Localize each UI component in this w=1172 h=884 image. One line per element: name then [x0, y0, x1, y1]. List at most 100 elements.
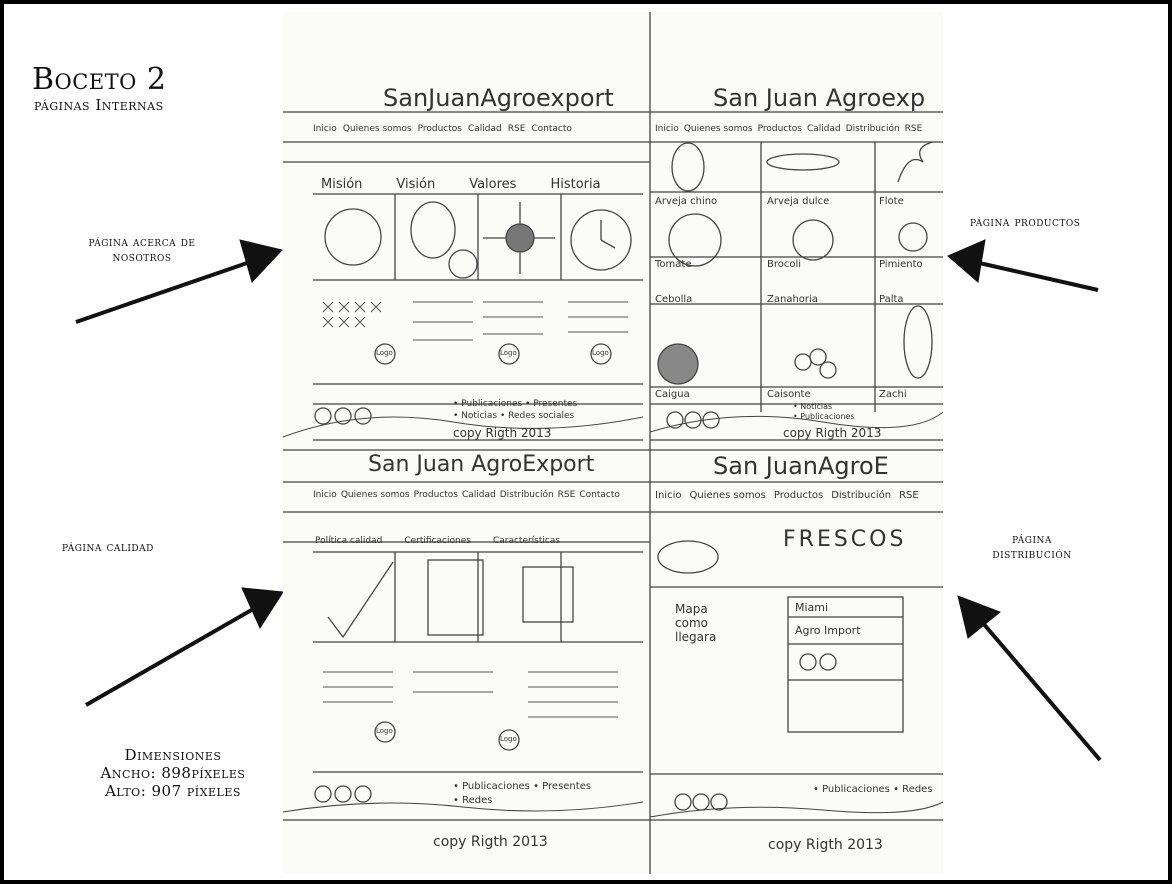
nav-item[interactable]: Calidad [467, 124, 502, 134]
product-label: Tomate [655, 259, 692, 270]
copyright-tl: copy Rigth 2013 [453, 426, 552, 440]
nav-item[interactable]: Distribución [845, 124, 900, 134]
product-label: Pimiento [879, 259, 923, 270]
nav-item[interactable]: Productos [413, 490, 458, 500]
label-distribution-line1: página [1012, 532, 1052, 547]
nav-item[interactable]: Productos [757, 124, 802, 134]
footer-links-tr: • Noticias • Publicaciones [793, 402, 855, 422]
footer-link[interactable]: • Publicaciones [813, 784, 890, 795]
footer-link[interactable]: • Publicaciones [453, 399, 523, 409]
nav-top-right: Inicio Quienes somos Productos Calidad D… [655, 124, 922, 134]
agro-import-label: Agro Import [795, 624, 861, 637]
label-distribution: página distribución [962, 532, 1102, 562]
sketch-drawing [283, 12, 943, 874]
map-text: como [675, 616, 708, 630]
label-products: página productos [970, 215, 1081, 230]
nav-item[interactable]: Contacto [579, 490, 620, 500]
nav-item[interactable]: Quienes somos [689, 490, 766, 501]
copyright-bl: copy Rigth 2013 [433, 834, 548, 850]
footer-link[interactable]: • Presentes [525, 399, 578, 409]
logo-label: Logo [500, 735, 517, 743]
subtitle: páginas Internas [34, 96, 164, 114]
product-label: Arveja chino [655, 196, 718, 207]
label-about-line2: nosotros [112, 250, 172, 265]
label-quality: página calidad [62, 540, 154, 555]
product-row-4: Caigua Caisonte Zachi [655, 389, 945, 400]
nav-item[interactable]: Inicio [313, 124, 337, 134]
map-text: llegara [675, 630, 717, 644]
about-columns: Misión Visión Valores Historia [321, 177, 601, 192]
nav-item[interactable]: Quienes somos [683, 124, 753, 134]
nav-item[interactable]: Distribución [499, 490, 554, 500]
dimensions-height: Alto: 907 píxeles [105, 782, 241, 800]
copyright-tr: copy Rigth 2013 [783, 426, 882, 440]
quality-heading: Política calidad [315, 536, 383, 546]
product-label: Palta [879, 294, 904, 305]
nav-item[interactable]: RSE [507, 124, 526, 134]
product-label: Brocoli [767, 259, 802, 270]
brand-bottom-left: San Juan AgroExport [368, 452, 595, 477]
footer-link[interactable]: • Publicaciones [793, 412, 855, 421]
dimensions-width: Ancho: 898píxeles [100, 764, 246, 782]
logo-label: Logo [592, 349, 609, 357]
quality-heading: Certificaciones [404, 536, 471, 546]
footer-link[interactable]: • Noticias [793, 402, 833, 411]
label-distribution-line2: distribución [992, 547, 1072, 562]
map-placeholder: Mapa como llegara [675, 602, 716, 644]
about-heading: Historia [550, 177, 601, 192]
brand-top-right: San Juan Agroexp [713, 84, 926, 112]
about-heading: Valores [469, 177, 517, 192]
product-label: Arveja dulce [767, 196, 830, 207]
nav-item[interactable]: Quienes somos [342, 124, 412, 134]
dimensions: Dimensiones Ancho: 898píxeles Alto: 907 … [68, 746, 278, 800]
dimensions-title: Dimensiones [124, 746, 222, 764]
nav-item[interactable]: Productos [417, 124, 462, 134]
footer-link[interactable]: • Noticias [453, 411, 498, 421]
about-heading: Misión [321, 177, 363, 192]
footer-link[interactable]: • Publicaciones [453, 781, 530, 792]
product-row-3: Cebolla Zanahoria Palta [655, 294, 945, 305]
footer-link[interactable]: • Redes sociales [499, 411, 575, 421]
nav-bottom-left: Inicio Quienes somos Productos Calidad D… [313, 490, 620, 500]
product-label: Flote [879, 196, 904, 207]
nav-item[interactable]: Inicio [655, 124, 679, 134]
logo-label: Logo [376, 727, 393, 735]
label-about-line1: página acerca de [88, 235, 196, 250]
logo-label: Logo [500, 349, 517, 357]
nav-item[interactable]: Inicio [313, 490, 337, 500]
footer-link[interactable]: • Presentes [533, 781, 592, 792]
nav-item[interactable]: RSE [557, 490, 576, 500]
copyright-br: copy Rigth 2013 [768, 837, 883, 853]
product-label: Zanahoria [767, 294, 818, 305]
title: Boceto 2 [32, 62, 167, 97]
product-label: Caigua [655, 389, 690, 400]
product-label: Caisonte [767, 389, 811, 400]
footer-links-tl: • Publicaciones • Presentes • Noticias •… [453, 398, 633, 422]
footer-links-bl: • Publicaciones • Presentes • Redes [453, 780, 591, 808]
logo-label: Logo [376, 349, 393, 357]
footer-links-br: • Publicaciones • Redes [813, 784, 933, 795]
quality-columns: Política calidad Certificaciones Caracte… [315, 536, 560, 546]
nav-item[interactable]: Quienes somos [340, 490, 410, 500]
nav-bottom-right: Inicio Quienes somos Productos Distribuc… [655, 490, 919, 501]
nav-item[interactable]: Productos [773, 490, 824, 501]
nav-top-left: Inicio Quienes somos Productos Calidad R… [313, 124, 572, 134]
brand-top-left: SanJuanAgroexport [383, 84, 614, 112]
product-label: Zachi [879, 389, 907, 400]
nav-item[interactable]: RSE [904, 124, 923, 134]
nav-item[interactable]: Contacto [531, 124, 572, 134]
nav-item[interactable]: Inicio [655, 490, 682, 501]
nav-item[interactable]: Distribución [831, 490, 892, 501]
nav-item[interactable]: Calidad [806, 124, 841, 134]
footer-link[interactable]: • Redes [453, 795, 493, 806]
footer-link[interactable]: • Redes [893, 784, 933, 795]
brand-bottom-right: San JuanAgroE [713, 452, 889, 480]
nav-item[interactable]: Calidad [461, 490, 496, 500]
nav-item[interactable]: RSE [899, 490, 919, 501]
product-row-1: Arveja chino Arveja dulce Flote [655, 196, 945, 207]
product-label: Cebolla [655, 294, 693, 305]
quality-heading: Características [492, 536, 561, 546]
frescos-heading: FRESCOS [783, 527, 907, 552]
map-text: Mapa [675, 602, 708, 616]
miami-label: Miami [795, 601, 829, 614]
